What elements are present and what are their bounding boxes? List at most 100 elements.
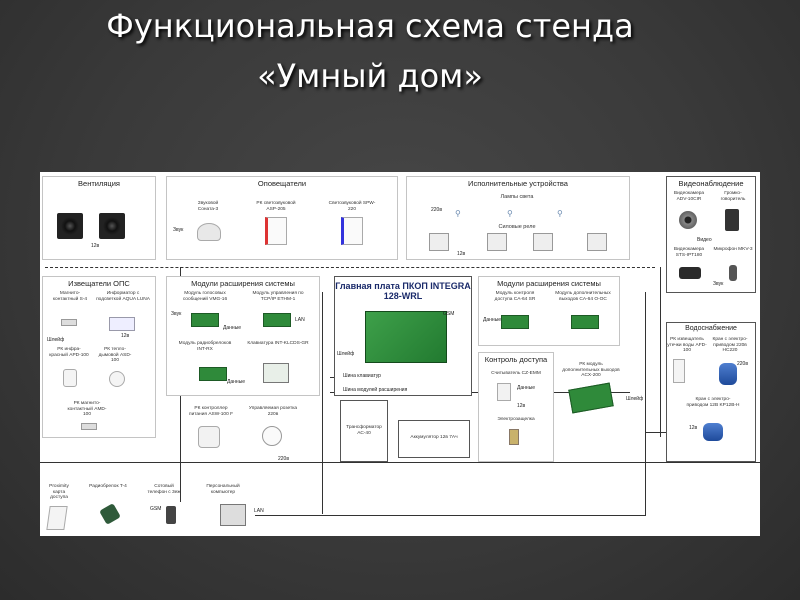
smoke-label: РК тепло-дымовой ASD-100: [98, 347, 132, 363]
reader-icon: [497, 383, 511, 401]
mag2-label: РК магнито-контактный AMD-100: [67, 401, 107, 417]
wire-vertical-main: [322, 292, 323, 514]
voice-module-icon: [191, 313, 219, 327]
reader-label: Считыватель CZ-EMM: [491, 371, 541, 376]
computer-icon: [220, 504, 246, 526]
access-control-title: Контроль доступа: [484, 355, 548, 364]
power-controller-icon: [198, 426, 220, 448]
video-sound-label: Звук: [713, 281, 724, 287]
video-box: Видеонаблюдение Видеокамера ADV-10CIR Гр…: [666, 176, 756, 293]
fan-icon: [99, 213, 125, 239]
radio-module-label: Модуль радиобрелоков INT-RX: [178, 341, 232, 352]
bus-modules-label: Шина модулей расширения: [343, 387, 408, 393]
video-label: Видео: [697, 237, 712, 243]
key-fob-icon: [99, 503, 121, 525]
speaker-icon: [725, 209, 739, 231]
radio-module-icon: [199, 367, 227, 381]
outputs-module-icon: [571, 315, 599, 329]
mainboard-box: Главная плата ПКОП INTEGRA 128-WRL GSM Ш…: [334, 276, 472, 396]
video-title: Видеонаблюдение: [678, 179, 744, 188]
rk-ext-module-icon: [568, 382, 614, 414]
fan-icon: [57, 213, 83, 239]
valve1-label: Кран с электро-приводом 220в HC220: [712, 337, 748, 353]
lamp-icon: ⚲: [455, 209, 461, 218]
voice-module-label: Модуль голосовых сообщений VMG-16: [182, 291, 228, 302]
relay-icon: [533, 233, 553, 251]
ext-left-lan-label: LAN: [295, 317, 305, 323]
ext-right-title: Модули расширения системы: [497, 279, 601, 288]
mainboard-loop-label: Шлейф: [337, 351, 355, 357]
battery-label: Аккумулятор 12в 7Ач: [410, 435, 458, 440]
ext-modules-left-box: Модули расширения системы Модуль голосов…: [166, 276, 320, 396]
phone-label: Сотовый телефон с 3еж: [147, 484, 181, 495]
access-module-icon: [501, 315, 529, 329]
access-control-box: Контроль доступа Считыватель CZ-EMM Данн…: [478, 352, 554, 462]
water-220-label: 220в: [737, 361, 748, 367]
proximity-label: Proximity карта доступа: [49, 484, 69, 500]
mainboard-title: Главная плата ПКОП INTEGRA 128-WRL: [335, 281, 471, 301]
relays-label: Силовые реле: [498, 224, 536, 230]
lamp-icon: ⚲: [557, 209, 563, 218]
rk-ext-loop-label: Шлейф: [626, 396, 644, 402]
ventilation-voltage: 12в: [91, 243, 100, 249]
info-label: Информатор с подсветкой AQUA LUNA: [96, 291, 150, 302]
ext-modules-right-box: Модули расширения системы Модуль контрол…: [478, 276, 620, 346]
battery-box: Аккумулятор 12в 7Ач: [398, 420, 470, 458]
sounder-icon: [197, 223, 221, 241]
power-220-label: 220в: [278, 456, 289, 462]
relay-icon: [429, 233, 449, 251]
sounder-label: Звуковой Соната-3: [197, 201, 219, 212]
camera1-label: Видеокамера ADV-10CIR: [673, 191, 705, 202]
ext-left-data1-label: Данные: [223, 325, 242, 331]
access-data-label: Данные: [517, 385, 536, 391]
valve-icon: [703, 423, 723, 441]
magnetic-sensor-icon: [61, 319, 77, 326]
actuators-220-label: 220в: [431, 207, 442, 213]
ext-right-data-label: Данные: [483, 317, 502, 323]
ext-left-title: Модули расширения системы: [191, 279, 295, 288]
tcpip-module-icon: [263, 313, 291, 327]
access-12-label: 12в: [517, 403, 526, 409]
mic-icon: [729, 265, 737, 281]
mag1-label: Магнито-контактный S-4: [52, 291, 88, 302]
water-title: Водоснабжение: [685, 325, 737, 332]
ext-left-data2-label: Данные: [227, 379, 246, 385]
mic-label: Микрофон MKV-3: [713, 247, 753, 252]
fobs-label: Радиобрелок T-4: [89, 484, 127, 489]
valve2-label: Кран с электро-приводом 12В KP12B-H: [686, 397, 740, 408]
wire-lan: [255, 515, 645, 516]
slide-title-line1: Функциональная схема стенда: [106, 7, 634, 45]
bottom-lan-label: LAN: [254, 508, 264, 514]
socket-label: Управляемая розетка 220в: [248, 406, 298, 417]
ip-camera-icon: [679, 267, 701, 279]
lock-label: Электрозащелка: [497, 417, 535, 422]
pir-label: РК инфра-красный APD-100: [49, 347, 89, 358]
wire-bottom-bus: [40, 462, 760, 463]
valve-icon: [719, 363, 737, 385]
ventilation-title: Вентиляция: [78, 179, 120, 188]
mainboard-icon: [365, 311, 447, 363]
ext-left-sound-label: Звук: [171, 311, 182, 317]
transformer-label: Трансформатор АС-40: [346, 425, 382, 436]
lamp-icon: ⚲: [507, 209, 513, 218]
keypad-label: Клавиатура INT-KLCDS-GR: [247, 341, 309, 346]
light-sounder-label: Светозвуковой SPW-220: [328, 201, 376, 212]
functional-diagram: Вентиляция 12в Оповещатели Звуковой Сона…: [40, 172, 760, 536]
actuators-title: Исполнительные устройства: [468, 179, 568, 188]
camera2-label: Видеокамера STS-IPT180: [673, 247, 705, 258]
actuators-12-label: 12в: [457, 251, 466, 257]
magnetic-sensor-icon: [81, 423, 97, 430]
alarms-sound-label: Звук: [173, 227, 184, 233]
pc-label: Персональный компьютер: [206, 484, 240, 495]
informer-icon: [109, 317, 135, 331]
sensors-12-label: 12в: [121, 333, 130, 339]
sensors-box: Извещатели ОПС Магнито-контактный S-4 Ин…: [42, 276, 156, 438]
proximity-card-icon: [46, 506, 68, 530]
rk-siren-label: РК светозвуковой ASP-205: [256, 201, 296, 212]
relay-icon: [587, 233, 607, 251]
wire-right-vertical: [660, 267, 661, 437]
bottom-gsm-label: GSM: [150, 506, 162, 512]
alarms-box: Оповещатели Звуковой Соната-3 РК светозв…: [166, 176, 398, 260]
access-module-label: Модуль контроля доступа CA-64 SR: [494, 291, 536, 302]
relay-icon: [487, 233, 507, 251]
